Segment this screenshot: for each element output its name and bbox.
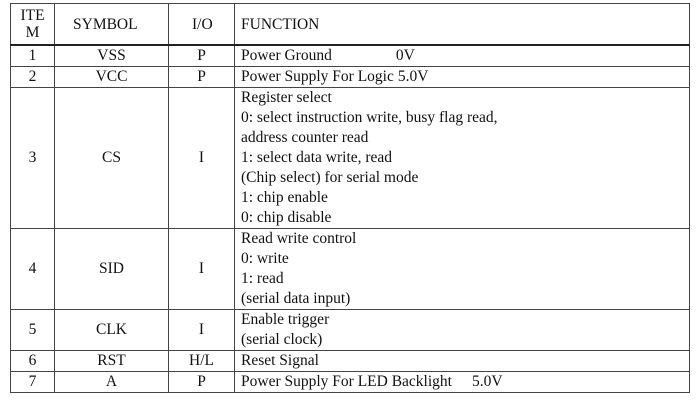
table-row: 7 A P Power Supply For LED Backlight 5.0… bbox=[10, 371, 690, 393]
table-row: 5 CLK I Enable trigger (serial clock) bbox=[10, 309, 690, 351]
function-cell: Reset Signal bbox=[234, 350, 690, 372]
function-cell: Power Supply For Logic 5.0V bbox=[234, 66, 690, 88]
io-cell: I bbox=[168, 228, 235, 310]
table-row: 1 VSS P Power Ground 0V bbox=[10, 44, 690, 67]
symbol-cell: CS bbox=[54, 87, 169, 229]
symbol-cell: SID bbox=[54, 228, 169, 310]
io-cell: H/L bbox=[168, 350, 235, 372]
header-io: I/O bbox=[168, 3, 235, 46]
function-line: (serial clock) bbox=[241, 331, 323, 348]
function-cell: Read write control 0: write 1: read (ser… bbox=[234, 228, 690, 310]
symbol-cell: A bbox=[54, 371, 169, 393]
table-row: 4 SID I Read write control 0: write 1: r… bbox=[10, 228, 690, 310]
function-line: address counter read bbox=[241, 129, 369, 146]
table-row: 3 CS I Register select 0: select instruc… bbox=[10, 87, 690, 229]
io-cell: P bbox=[168, 44, 235, 67]
function-line: Enable trigger bbox=[241, 311, 330, 328]
function-cell: Power Ground 0V bbox=[234, 44, 690, 67]
table-row: 2 VCC P Power Supply For Logic 5.0V bbox=[10, 66, 690, 88]
function-line: 0: write bbox=[241, 250, 289, 267]
table-header-row: ITE M SYMBOL I/O FUNCTION bbox=[10, 3, 690, 46]
function-cell: Enable trigger (serial clock) bbox=[234, 309, 690, 351]
function-line: 0: select instruction write, busy flag r… bbox=[241, 109, 498, 126]
item-cell: 1 bbox=[10, 44, 55, 67]
function-line: (Chip select) for serial mode bbox=[241, 169, 419, 186]
item-cell: 3 bbox=[10, 87, 55, 229]
function-line: Read write control bbox=[241, 230, 357, 247]
function-line: 1: chip enable bbox=[241, 189, 328, 206]
function-line: Power Ground bbox=[241, 47, 332, 64]
item-cell: 7 bbox=[10, 371, 55, 393]
function-line: 1: select data write, read bbox=[241, 149, 393, 166]
function-cell: Power Supply For LED Backlight 5.0V bbox=[234, 371, 690, 393]
table-row: 6 RST H/L Reset Signal bbox=[10, 350, 690, 372]
function-value: 5.0V bbox=[397, 68, 429, 85]
function-line: 1: read bbox=[241, 270, 284, 287]
function-line: Register select bbox=[241, 89, 332, 106]
function-line: (serial data input) bbox=[241, 290, 351, 307]
item-cell: 2 bbox=[10, 66, 55, 88]
function-line: 0: chip disable bbox=[241, 209, 332, 226]
function-line: Power Supply For Logic bbox=[241, 68, 394, 85]
io-cell: I bbox=[168, 87, 235, 229]
pin-function-table: ITE M SYMBOL I/O FUNCTION 1 VSS P Power … bbox=[10, 3, 690, 393]
symbol-cell: RST bbox=[54, 350, 169, 372]
function-cell: Register select 0: select instruction wr… bbox=[234, 87, 690, 229]
symbol-cell: CLK bbox=[54, 309, 169, 351]
item-cell: 5 bbox=[10, 309, 55, 351]
function-value: 0V bbox=[395, 47, 415, 64]
function-value: 5.0V bbox=[471, 373, 503, 390]
function-line: Reset Signal bbox=[241, 352, 319, 369]
item-cell: 4 bbox=[10, 228, 55, 310]
io-cell: P bbox=[168, 371, 235, 393]
header-item-line-2: M bbox=[25, 24, 40, 41]
header-item-line-1: ITE bbox=[20, 7, 45, 24]
function-line: Power Supply For LED Backlight bbox=[241, 373, 452, 390]
item-cell: 6 bbox=[10, 350, 55, 372]
header-symbol: SYMBOL bbox=[54, 3, 169, 46]
io-cell: I bbox=[168, 309, 235, 351]
io-cell: P bbox=[168, 66, 235, 88]
header-item: ITE M bbox=[10, 3, 55, 46]
symbol-cell: VSS bbox=[54, 44, 169, 67]
symbol-cell: VCC bbox=[54, 66, 169, 88]
header-function: FUNCTION bbox=[234, 3, 690, 46]
